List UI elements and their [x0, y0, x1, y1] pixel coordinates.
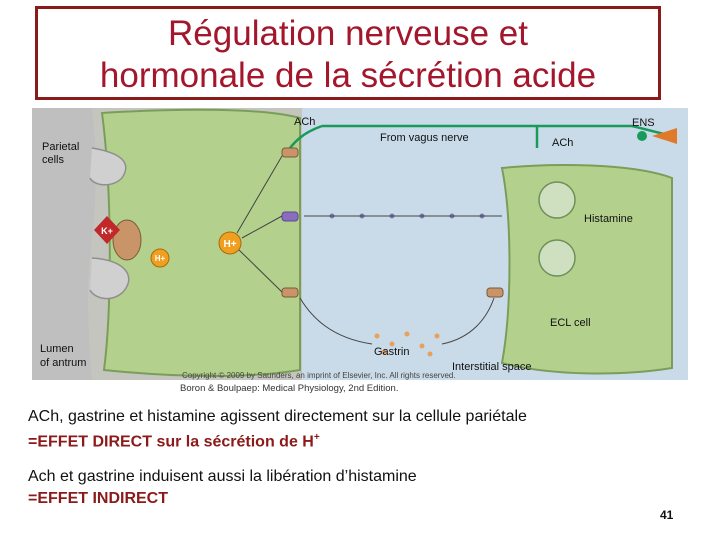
text-line-4: =EFFET INDIRECT	[28, 490, 169, 507]
histamine-granule-1	[538, 181, 576, 219]
h-plus-cell-icon	[218, 231, 242, 255]
parietal-cells-label-2: cells	[42, 154, 65, 166]
title-box: Régulation nerveuse et hormonale de la s…	[35, 6, 661, 100]
copyright-label: Copyright © 2009 by Saunders, an imprint…	[182, 371, 456, 380]
page-number: 41	[660, 508, 674, 522]
vagus-nerve	[322, 124, 673, 138]
title-line-2: hormonale de la sécrétion acide	[99, 56, 597, 95]
histamine-signal-arrow	[241, 215, 283, 239]
histamine-label: Histamine	[584, 213, 633, 225]
ecl-gastrin-receptor	[486, 287, 504, 298]
slide-title: Régulation nerveuse et hormonale de la s…	[38, 13, 658, 97]
ecl-cell-label: ECL cell	[550, 317, 591, 329]
gastrin-receptor	[281, 287, 299, 298]
gastrin-label: Gastrin	[374, 346, 409, 358]
histamine-receptor	[281, 211, 299, 222]
lumen-label: Lumen	[40, 343, 74, 355]
title-line-1: Régulation nerveuse et	[168, 14, 528, 53]
ach-receptor	[281, 147, 299, 158]
text-line-1: ACh, gastrine et histamine agissent dire…	[28, 408, 527, 425]
ens-arrow	[652, 128, 677, 144]
text-line-3: Ach et gastrine induisent aussi la libér…	[28, 468, 417, 485]
h-plus-lumen-label: H+	[155, 254, 166, 263]
histamine-granule-2	[538, 239, 576, 277]
gastric-pit-1	[89, 147, 127, 186]
gastric-pit-2	[89, 257, 130, 300]
text-line-2: =EFFET DIRECT sur la sécrétion de H+	[28, 432, 320, 451]
gastric-regulation-diagram: H+ H+ K+ Parietal cells ACh From vagus n…	[32, 108, 688, 380]
gastrin-molecules	[374, 331, 440, 357]
ens-node	[637, 131, 647, 141]
interstitial-label: Interstitial space	[452, 361, 531, 373]
ecl-cell	[500, 164, 673, 375]
k-plus-icon	[94, 216, 120, 244]
vagus-branch-left	[289, 124, 323, 149]
ens-label: ENS	[632, 117, 655, 129]
parietal-cells-label: Parietal	[42, 141, 79, 153]
ach-top-label: ACh	[294, 116, 315, 128]
gastrin-arrow-left	[299, 297, 373, 345]
text-line-2-sup: +	[313, 432, 320, 443]
gastrin-arrow-right	[441, 297, 495, 345]
h-plus-cell-label: H+	[223, 239, 236, 250]
k-plus-label: K+	[101, 226, 113, 236]
ach-right-label: ACh	[552, 137, 573, 149]
vagus-label: From vagus nerve	[380, 132, 469, 144]
ach-signal-arrow	[236, 155, 283, 234]
gastrin-signal-arrow	[236, 247, 283, 293]
lumen-label-2: of antrum	[40, 357, 86, 369]
proton-pump	[112, 219, 142, 261]
source-caption: Boron & Boulpaep: Medical Physiology, 2n…	[180, 383, 399, 394]
text-line-2-main: =EFFET DIRECT sur la sécrétion de H	[28, 433, 314, 451]
h-plus-lumen-icon	[150, 248, 170, 268]
lumen-region	[32, 108, 96, 380]
